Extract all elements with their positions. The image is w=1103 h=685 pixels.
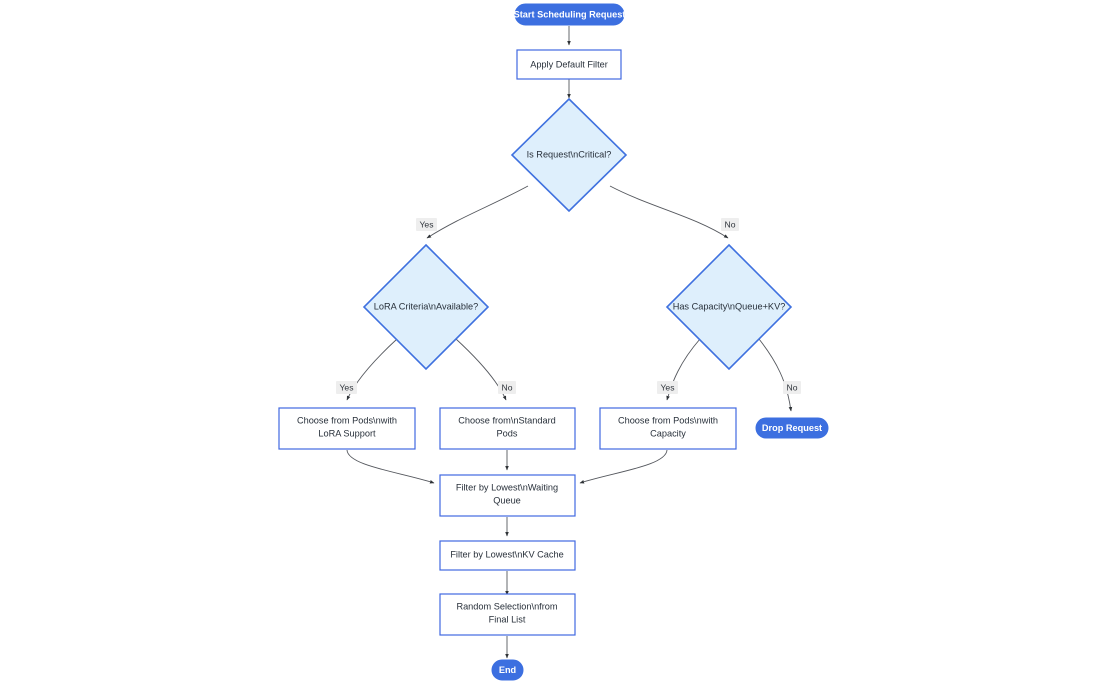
edge-label-lora-no: No [498, 381, 516, 394]
edge-label-critical-yes-text: Yes [419, 219, 433, 229]
node-choose-pods-lora-support-label-line1: Choose from Pods\nwith [297, 415, 397, 425]
node-filter-waiting-queue-shape[interactable] [439, 474, 576, 517]
node-filter-kv-cache-label: Filter by Lowest\nKV Cache [450, 549, 563, 559]
node-random-selection-shape[interactable] [439, 593, 576, 636]
node-has-capacity-label: Has Capacity\nQueue+KV? [673, 301, 786, 311]
edge-label-capacity-no-text: No [787, 382, 798, 392]
edge-lora-yes-to-pods-lora [346, 338, 398, 401]
edge-label-lora-no-text: No [502, 382, 513, 392]
node-filter-waiting-queue-label-line2: Queue [493, 495, 521, 505]
edge-is-critical-yes-to-lora [426, 185, 529, 239]
edge-capacity-yes-to-pods-capacity [666, 338, 701, 401]
node-end-shape[interactable] [491, 659, 524, 681]
node-drop-request-label: Drop Request [762, 423, 822, 433]
node-random-selection-label-line2: Final List [489, 614, 526, 624]
edge-is-critical-no-to-capacity [609, 185, 729, 239]
node-drop-request-shape[interactable] [755, 417, 829, 439]
edge-label-layer: Yes No Yes No Yes No [336, 218, 801, 394]
node-start-shape[interactable] [514, 3, 625, 26]
node-is-request-critical-shape[interactable] [510, 97, 628, 213]
edge-pods-lora-to-filter-queue [346, 449, 435, 484]
edge-label-lora-yes-text: Yes [339, 382, 353, 392]
edge-label-critical-yes: Yes [416, 218, 437, 231]
node-choose-standard-pods-label-line2: Pods [497, 428, 518, 438]
node-end-label: End [499, 665, 516, 675]
node-choose-standard-pods[interactable]: Choose from\nStandard Pods [439, 407, 576, 450]
node-end[interactable]: End [491, 659, 524, 681]
node-choose-pods-capacity[interactable]: Choose from Pods\nwith Capacity [599, 407, 737, 450]
node-lora-criteria-available[interactable]: LoRA Criteria\nAvailable? [362, 243, 490, 371]
node-choose-pods-capacity-shape[interactable] [599, 407, 737, 450]
node-layer: Start Scheduling Request Apply Default F… [278, 3, 829, 681]
node-is-request-critical-label: Is Request\nCritical? [527, 149, 612, 159]
node-drop-request[interactable]: Drop Request [755, 417, 829, 439]
edge-label-critical-no-text: No [725, 219, 736, 229]
node-is-request-critical[interactable]: Is Request\nCritical? [510, 97, 628, 213]
node-start-label: Start Scheduling Request [514, 9, 626, 19]
node-choose-pods-lora-support-shape[interactable] [278, 407, 416, 450]
edge-layer [346, 26, 793, 659]
node-filter-waiting-queue[interactable]: Filter by Lowest\nWaiting Queue [439, 474, 576, 517]
edge-label-critical-no: No [721, 218, 739, 231]
node-has-capacity[interactable]: Has Capacity\nQueue+KV? [665, 243, 793, 371]
node-lora-criteria-available-shape[interactable] [362, 243, 490, 371]
node-has-capacity-shape[interactable] [665, 243, 793, 371]
edge-label-capacity-yes-text: Yes [660, 382, 674, 392]
node-filter-kv-cache[interactable]: Filter by Lowest\nKV Cache [439, 540, 576, 571]
node-choose-standard-pods-label-line1: Choose from\nStandard [458, 415, 556, 425]
node-choose-pods-lora-support[interactable]: Choose from Pods\nwith LoRA Support [278, 407, 416, 450]
node-random-selection-label-line1: Random Selection\nfrom [456, 601, 557, 611]
edge-label-capacity-no: No [783, 381, 801, 394]
node-apply-default-filter-label: Apply Default Filter [530, 59, 608, 69]
node-choose-pods-lora-support-label-line2: LoRA Support [318, 428, 376, 438]
edge-label-capacity-yes: Yes [657, 381, 678, 394]
node-filter-waiting-queue-label-line1: Filter by Lowest\nWaiting [456, 482, 558, 492]
node-apply-default-filter-shape[interactable] [516, 49, 622, 80]
edge-lora-no-to-pods-standard [455, 338, 507, 401]
edge-label-lora-yes: Yes [336, 381, 357, 394]
node-choose-pods-capacity-label-line1: Choose from Pods\nwith [618, 415, 718, 425]
node-start[interactable]: Start Scheduling Request [514, 3, 626, 26]
node-lora-criteria-available-label: LoRA Criteria\nAvailable? [374, 301, 479, 311]
edge-pods-capacity-to-filter-queue [579, 449, 668, 484]
node-random-selection[interactable]: Random Selection\nfrom Final List [439, 593, 576, 636]
node-apply-default-filter[interactable]: Apply Default Filter [516, 49, 622, 80]
edge-capacity-no-to-drop-request [758, 338, 793, 412]
node-choose-standard-pods-shape[interactable] [439, 407, 576, 450]
node-filter-kv-cache-shape[interactable] [439, 540, 576, 571]
node-choose-pods-capacity-label-line2: Capacity [650, 428, 686, 438]
